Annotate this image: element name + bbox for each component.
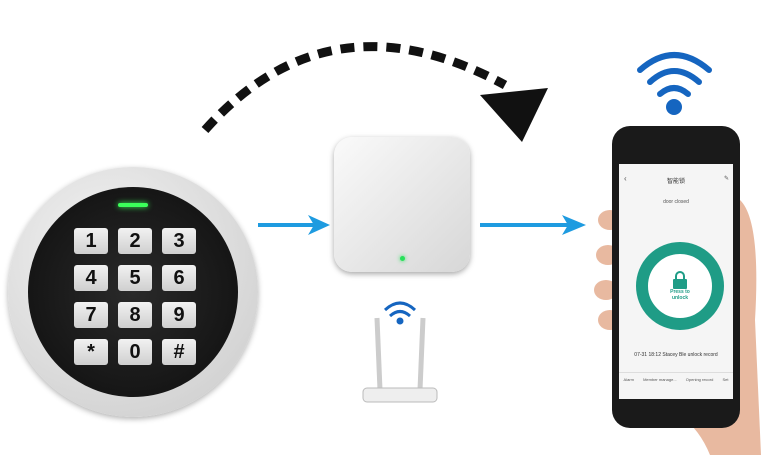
lock-icon <box>673 271 687 289</box>
tab-set[interactable]: Set <box>722 377 729 382</box>
tab-alarm[interactable]: Alarm <box>623 377 634 382</box>
unlock-button[interactable]: Press to unlock <box>636 242 724 330</box>
key: 1 <box>74 228 108 254</box>
keypad-led <box>118 203 148 207</box>
key: # <box>162 339 196 365</box>
arrow-right-icon <box>480 215 586 235</box>
key: 5 <box>118 265 152 291</box>
key: 2 <box>118 228 152 254</box>
tab-member-manage[interactable]: Member manage... <box>643 377 677 382</box>
bottom-tabs: Alarm Member manage... Opening record Se… <box>619 372 733 382</box>
edit-icon[interactable]: ✎ <box>723 176 729 182</box>
key: 3 <box>162 228 196 254</box>
key: 6 <box>162 265 196 291</box>
key: 0 <box>118 339 152 365</box>
key: 8 <box>118 302 152 328</box>
hub-led <box>400 256 405 261</box>
keypad-keys: 1 2 3 4 5 6 7 8 9 * 0 # <box>74 228 196 365</box>
back-icon[interactable]: ‹ <box>624 174 627 183</box>
router <box>362 301 438 403</box>
app-title: 智能锁 <box>666 179 685 185</box>
unlock-label: Press to unlock <box>670 289 690 301</box>
door-status: door closed <box>663 199 689 205</box>
key: 7 <box>74 302 108 328</box>
key: 9 <box>162 302 196 328</box>
tab-opening-record[interactable]: Opening record <box>685 377 714 382</box>
key: * <box>74 339 108 365</box>
gateway-hub <box>334 137 470 272</box>
unlock-record[interactable]: 07-31 18:12 Stacey Ble unlock record <box>634 352 718 358</box>
wifi-icon <box>637 52 712 115</box>
arrow-right-icon <box>258 215 330 235</box>
key: 4 <box>74 265 108 291</box>
wifi-icon <box>383 301 417 318</box>
app-screen: 智能锁 ‹ ✎ door closed Press to unlock 07-3… <box>619 164 733 399</box>
